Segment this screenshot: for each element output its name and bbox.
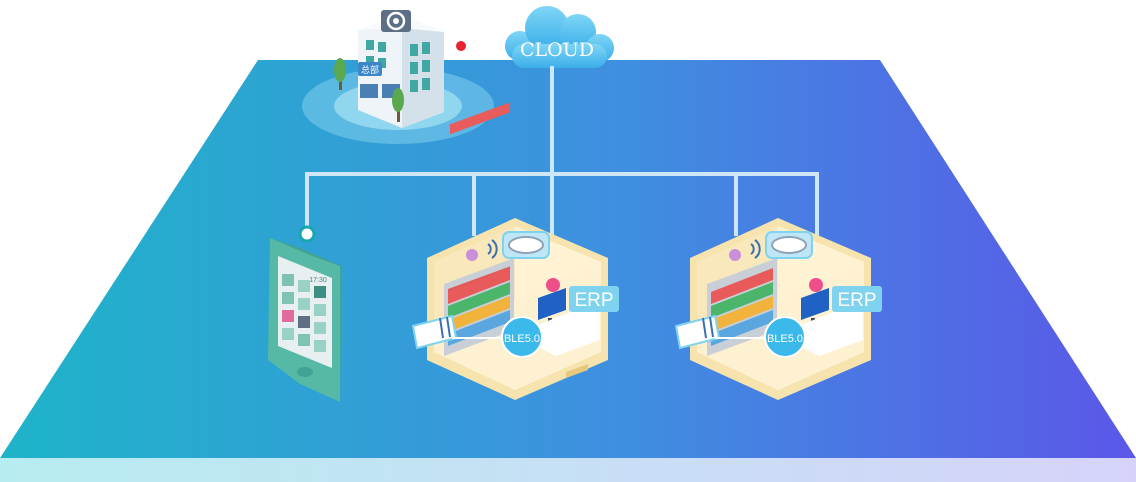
gear-icon bbox=[381, 10, 411, 32]
ble-label: BLE5.0 bbox=[767, 333, 803, 345]
pos-terminal-icon bbox=[801, 288, 863, 356]
app-grid bbox=[282, 274, 326, 352]
product-shelf bbox=[707, 258, 777, 356]
ble-badge bbox=[764, 316, 806, 358]
erp-label: ERP bbox=[837, 290, 876, 311]
tree-icon bbox=[392, 88, 404, 122]
phone-connector-node bbox=[298, 225, 316, 243]
cloud-icon bbox=[505, 6, 614, 68]
erp-badge bbox=[569, 286, 619, 312]
smartphone: 17:30 bbox=[268, 238, 342, 402]
pos-status-dot bbox=[546, 278, 560, 292]
bus-line bbox=[305, 172, 819, 282]
home-button bbox=[297, 367, 313, 377]
status-dot bbox=[456, 41, 466, 51]
hq-building bbox=[358, 14, 444, 128]
ceiling-access-point bbox=[502, 231, 550, 259]
store-1: ERP BLE5.0 bbox=[411, 102, 619, 400]
cloud-label: CLOUD bbox=[520, 39, 594, 61]
cloud: CLOUD bbox=[505, 6, 614, 68]
ble-badge bbox=[501, 316, 543, 358]
headquarters: 总部 bbox=[302, 10, 494, 144]
tree-icon bbox=[334, 58, 346, 90]
erp-badge bbox=[832, 286, 882, 312]
wifi-icon bbox=[750, 239, 761, 259]
hq-sign-text: 总部 bbox=[361, 64, 379, 75]
door-mat bbox=[566, 363, 588, 378]
beacon-dot bbox=[466, 249, 478, 261]
wifi-icon bbox=[487, 239, 498, 259]
ble-label: BLE5.0 bbox=[504, 333, 540, 345]
phone-time: 17:30 bbox=[309, 277, 327, 284]
product-shelf bbox=[444, 102, 514, 356]
barcode-scanner-icon bbox=[411, 314, 458, 350]
erp-label: ERP bbox=[574, 290, 613, 311]
ceiling-access-point bbox=[765, 231, 813, 259]
hq-sign bbox=[358, 62, 382, 76]
store-2: ERP BLE5.0 bbox=[674, 218, 882, 400]
pos-terminal-icon bbox=[538, 288, 600, 356]
pos-status-dot bbox=[809, 278, 823, 292]
beacon-dot bbox=[729, 249, 741, 261]
